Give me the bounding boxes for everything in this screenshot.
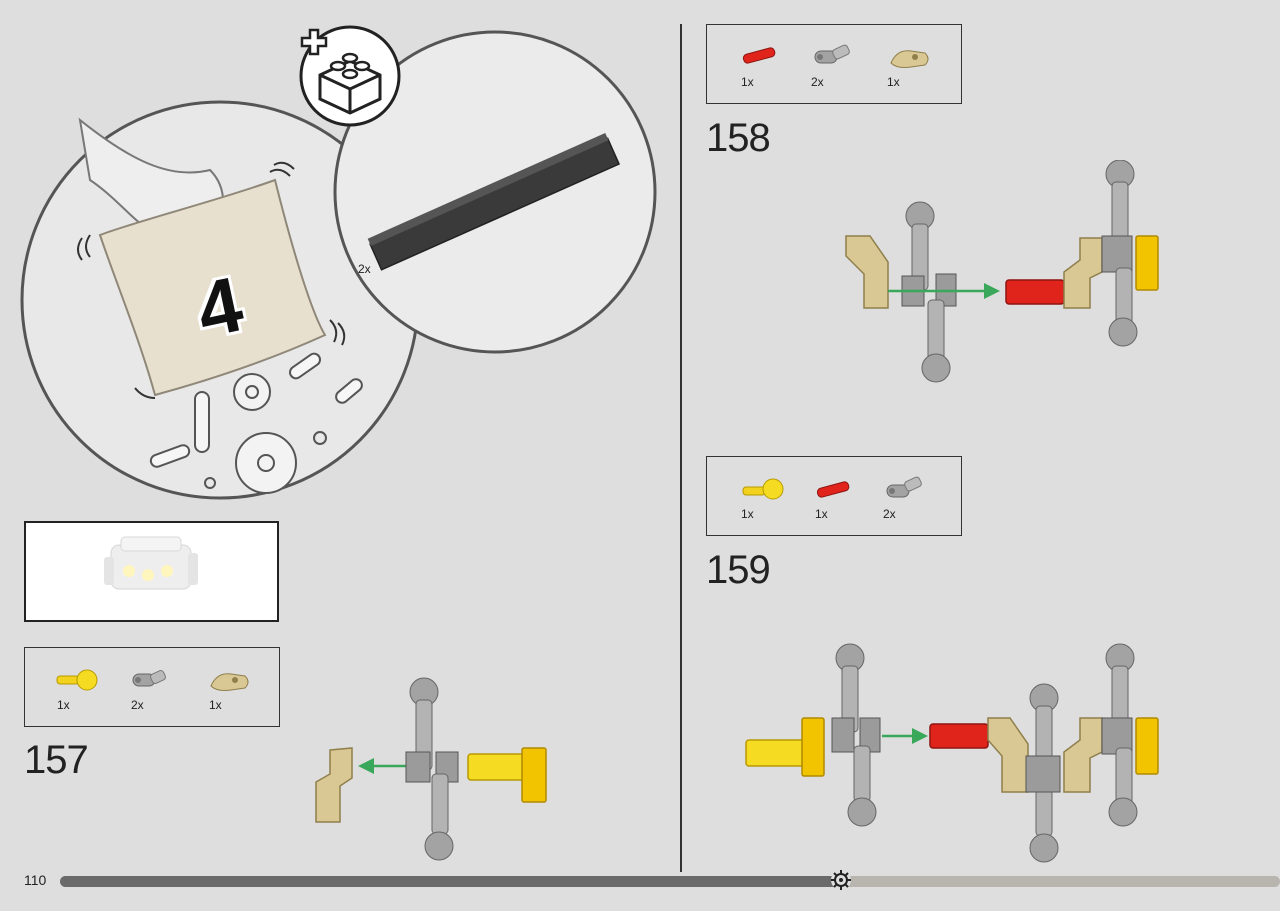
parts-item: 1x — [53, 666, 113, 716]
connector-pin-icon — [816, 481, 850, 498]
submodel-preview — [24, 521, 279, 622]
page-divider — [680, 24, 682, 872]
part-qty: 2x — [883, 507, 896, 521]
parts-item: 2x — [129, 666, 189, 716]
engine-model-icon — [104, 536, 198, 590]
step-number-158: 158 — [706, 116, 771, 160]
parts-item: 1x — [207, 666, 267, 716]
rotation-joint-icon — [814, 44, 850, 64]
part-qty: 1x — [741, 507, 754, 521]
progress-gear-icon — [831, 870, 851, 890]
bent-connector-icon — [890, 50, 929, 68]
bag-illustration — [20, 25, 657, 500]
parts-item: 1x — [887, 43, 947, 93]
step-159-parts-list: 1x 1x 2x — [706, 456, 962, 536]
part-qty: 1x — [887, 75, 900, 89]
part-qty: 2x — [131, 698, 144, 712]
step-157-parts-list: 1x 2x 1x — [24, 647, 280, 727]
step-157-assembly — [315, 677, 547, 861]
beam-count-label: 2x — [358, 262, 371, 276]
rotation-joint-icon — [886, 476, 922, 498]
progress-bar-fill — [60, 876, 841, 887]
parts-item: 1x — [739, 475, 799, 525]
step-158-parts-list: 1x 2x 1x — [706, 24, 962, 104]
part-qty: 1x — [209, 698, 222, 712]
part-qty: 1x — [815, 507, 828, 521]
step-158-assembly — [845, 160, 1159, 383]
step-number-157: 157 — [24, 738, 89, 782]
bent-connector-icon — [210, 673, 249, 691]
rotation-joint-icon — [132, 669, 166, 687]
parts-item: 2x — [811, 43, 871, 93]
axle-with-stop-icon — [742, 478, 784, 500]
parts-item: 1x — [739, 43, 799, 93]
part-qty: 1x — [57, 698, 70, 712]
part-qty: 1x — [741, 75, 754, 89]
axle-with-stop-icon — [56, 669, 98, 691]
part-qty: 2x — [811, 75, 824, 89]
connector-pin-icon — [742, 47, 776, 64]
step-number-159: 159 — [706, 548, 771, 592]
parts-item: 1x — [813, 475, 873, 525]
step-159-assembly — [745, 643, 1159, 863]
parts-item: 2x — [883, 475, 943, 525]
page-number: 110 — [24, 872, 47, 888]
